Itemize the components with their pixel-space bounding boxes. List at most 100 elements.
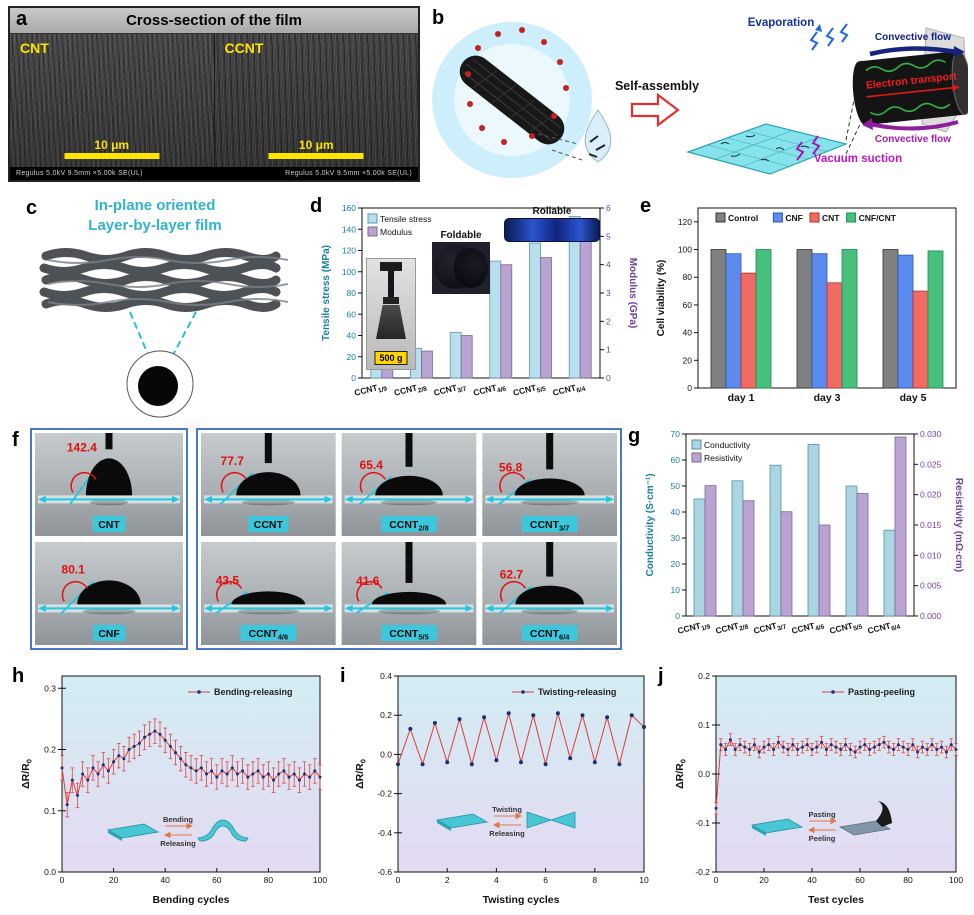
evaporation-arrowhead [815, 24, 822, 32]
svg-text:CCNT6/4: CCNT6/4 [552, 380, 587, 400]
data-point [829, 743, 833, 747]
data-point [241, 769, 245, 773]
bar [421, 350, 433, 379]
data-point [853, 750, 857, 754]
panel-a-sem-figure: Cross-section of the film CNT 10 μm CCNT… [8, 6, 420, 182]
angle-arc [61, 580, 88, 602]
x-axis-title: Bending cycles [152, 894, 229, 906]
bar [742, 500, 755, 617]
data-point [308, 775, 312, 779]
data-point [848, 748, 852, 751]
data-point [719, 743, 723, 747]
svg-text:70: 70 [671, 429, 681, 439]
legend-label: Bending-releasing [214, 687, 293, 697]
data-point [930, 743, 934, 747]
category-label: CCNT3/7 [752, 618, 787, 638]
bar [894, 436, 907, 617]
svg-text:60: 60 [671, 455, 681, 465]
category-label: CCNT5/5 [828, 618, 863, 638]
data-point [282, 769, 286, 773]
svg-text:3: 3 [606, 288, 611, 298]
legend-label: Pasting-peeling [848, 687, 915, 697]
panel-c-art [39, 248, 289, 418]
inset-action-1: Twisting [492, 805, 522, 814]
data-point [892, 748, 896, 751]
svg-text:30: 30 [671, 533, 681, 543]
droplet [514, 478, 585, 496]
data-point [733, 748, 737, 751]
svg-text:40: 40 [160, 875, 170, 885]
data-point [60, 766, 64, 770]
right-axis-title: Modulus (GPa) [627, 258, 638, 329]
scalebar-right-text: 10 μm [298, 138, 334, 152]
svg-text:0.2: 0.2 [380, 710, 392, 720]
x-axis-title: Test cycles [808, 894, 864, 906]
bar [529, 242, 541, 379]
data-point [877, 743, 881, 747]
data-point [158, 732, 162, 736]
panel-label-i: i [340, 665, 346, 687]
svg-text:0.030: 0.030 [920, 429, 942, 439]
data-point [163, 738, 167, 742]
data-point [256, 769, 260, 773]
data-point [555, 711, 560, 716]
svg-text:0.1: 0.1 [698, 720, 710, 730]
data-point [738, 743, 742, 747]
sem-image-ccnt: CCNT 10 μm [213, 34, 418, 167]
svg-text:0: 0 [396, 875, 401, 885]
angle-arc [499, 580, 527, 602]
legend-label: Control [728, 213, 758, 223]
svg-text:CCNT5/5: CCNT5/5 [828, 618, 863, 638]
svg-text:100: 100 [342, 267, 356, 277]
data-point [868, 748, 872, 751]
sem-metadata-strip: Regulus 5.0kV 9.5mm ×5.00k SE(UL) Regulu… [10, 167, 418, 180]
panel-label-e: e [640, 195, 652, 217]
data-point [396, 762, 400, 767]
needle [546, 433, 554, 470]
ccnt-label: CCNT [224, 40, 264, 56]
svg-text:0.0: 0.0 [698, 769, 710, 779]
panel-label-h: h [12, 665, 25, 687]
needle [546, 542, 554, 577]
data-point [230, 766, 234, 770]
svg-text:40: 40 [683, 328, 693, 338]
panel-label-b: b [432, 7, 445, 29]
cylinder-zoom: Electron transport [852, 50, 968, 126]
convective-arrowhead-bottom [862, 118, 873, 130]
sample-label-box [92, 625, 126, 641]
data-point [215, 775, 219, 779]
sample-label-box [381, 516, 437, 532]
data-point [266, 772, 270, 776]
data-point [445, 760, 450, 765]
data-point [184, 763, 188, 767]
data-point [944, 750, 948, 754]
data-point [748, 748, 752, 751]
bar [897, 254, 914, 389]
sem-meta-left: Regulus 5.0kV 9.5mm ×5.00k SE(UL) [16, 170, 143, 177]
data-point [820, 740, 824, 744]
svg-text:0.020: 0.020 [920, 490, 942, 500]
svg-text:CCNT5/5: CCNT5/5 [512, 380, 547, 400]
data-point [106, 769, 110, 773]
data-point [762, 745, 766, 749]
needle [264, 433, 272, 464]
droplet [77, 580, 141, 605]
legend-label: Twisting-releasing [538, 687, 616, 697]
data-point [629, 713, 634, 718]
svg-text:-0.2: -0.2 [695, 867, 710, 877]
svg-text:120: 120 [342, 246, 356, 256]
data-point [901, 745, 905, 749]
bar [731, 480, 744, 617]
data-point [896, 743, 900, 747]
inset-action-2: Peeling [809, 834, 836, 843]
data-point [916, 750, 920, 754]
sample-label: CNF [98, 628, 120, 640]
